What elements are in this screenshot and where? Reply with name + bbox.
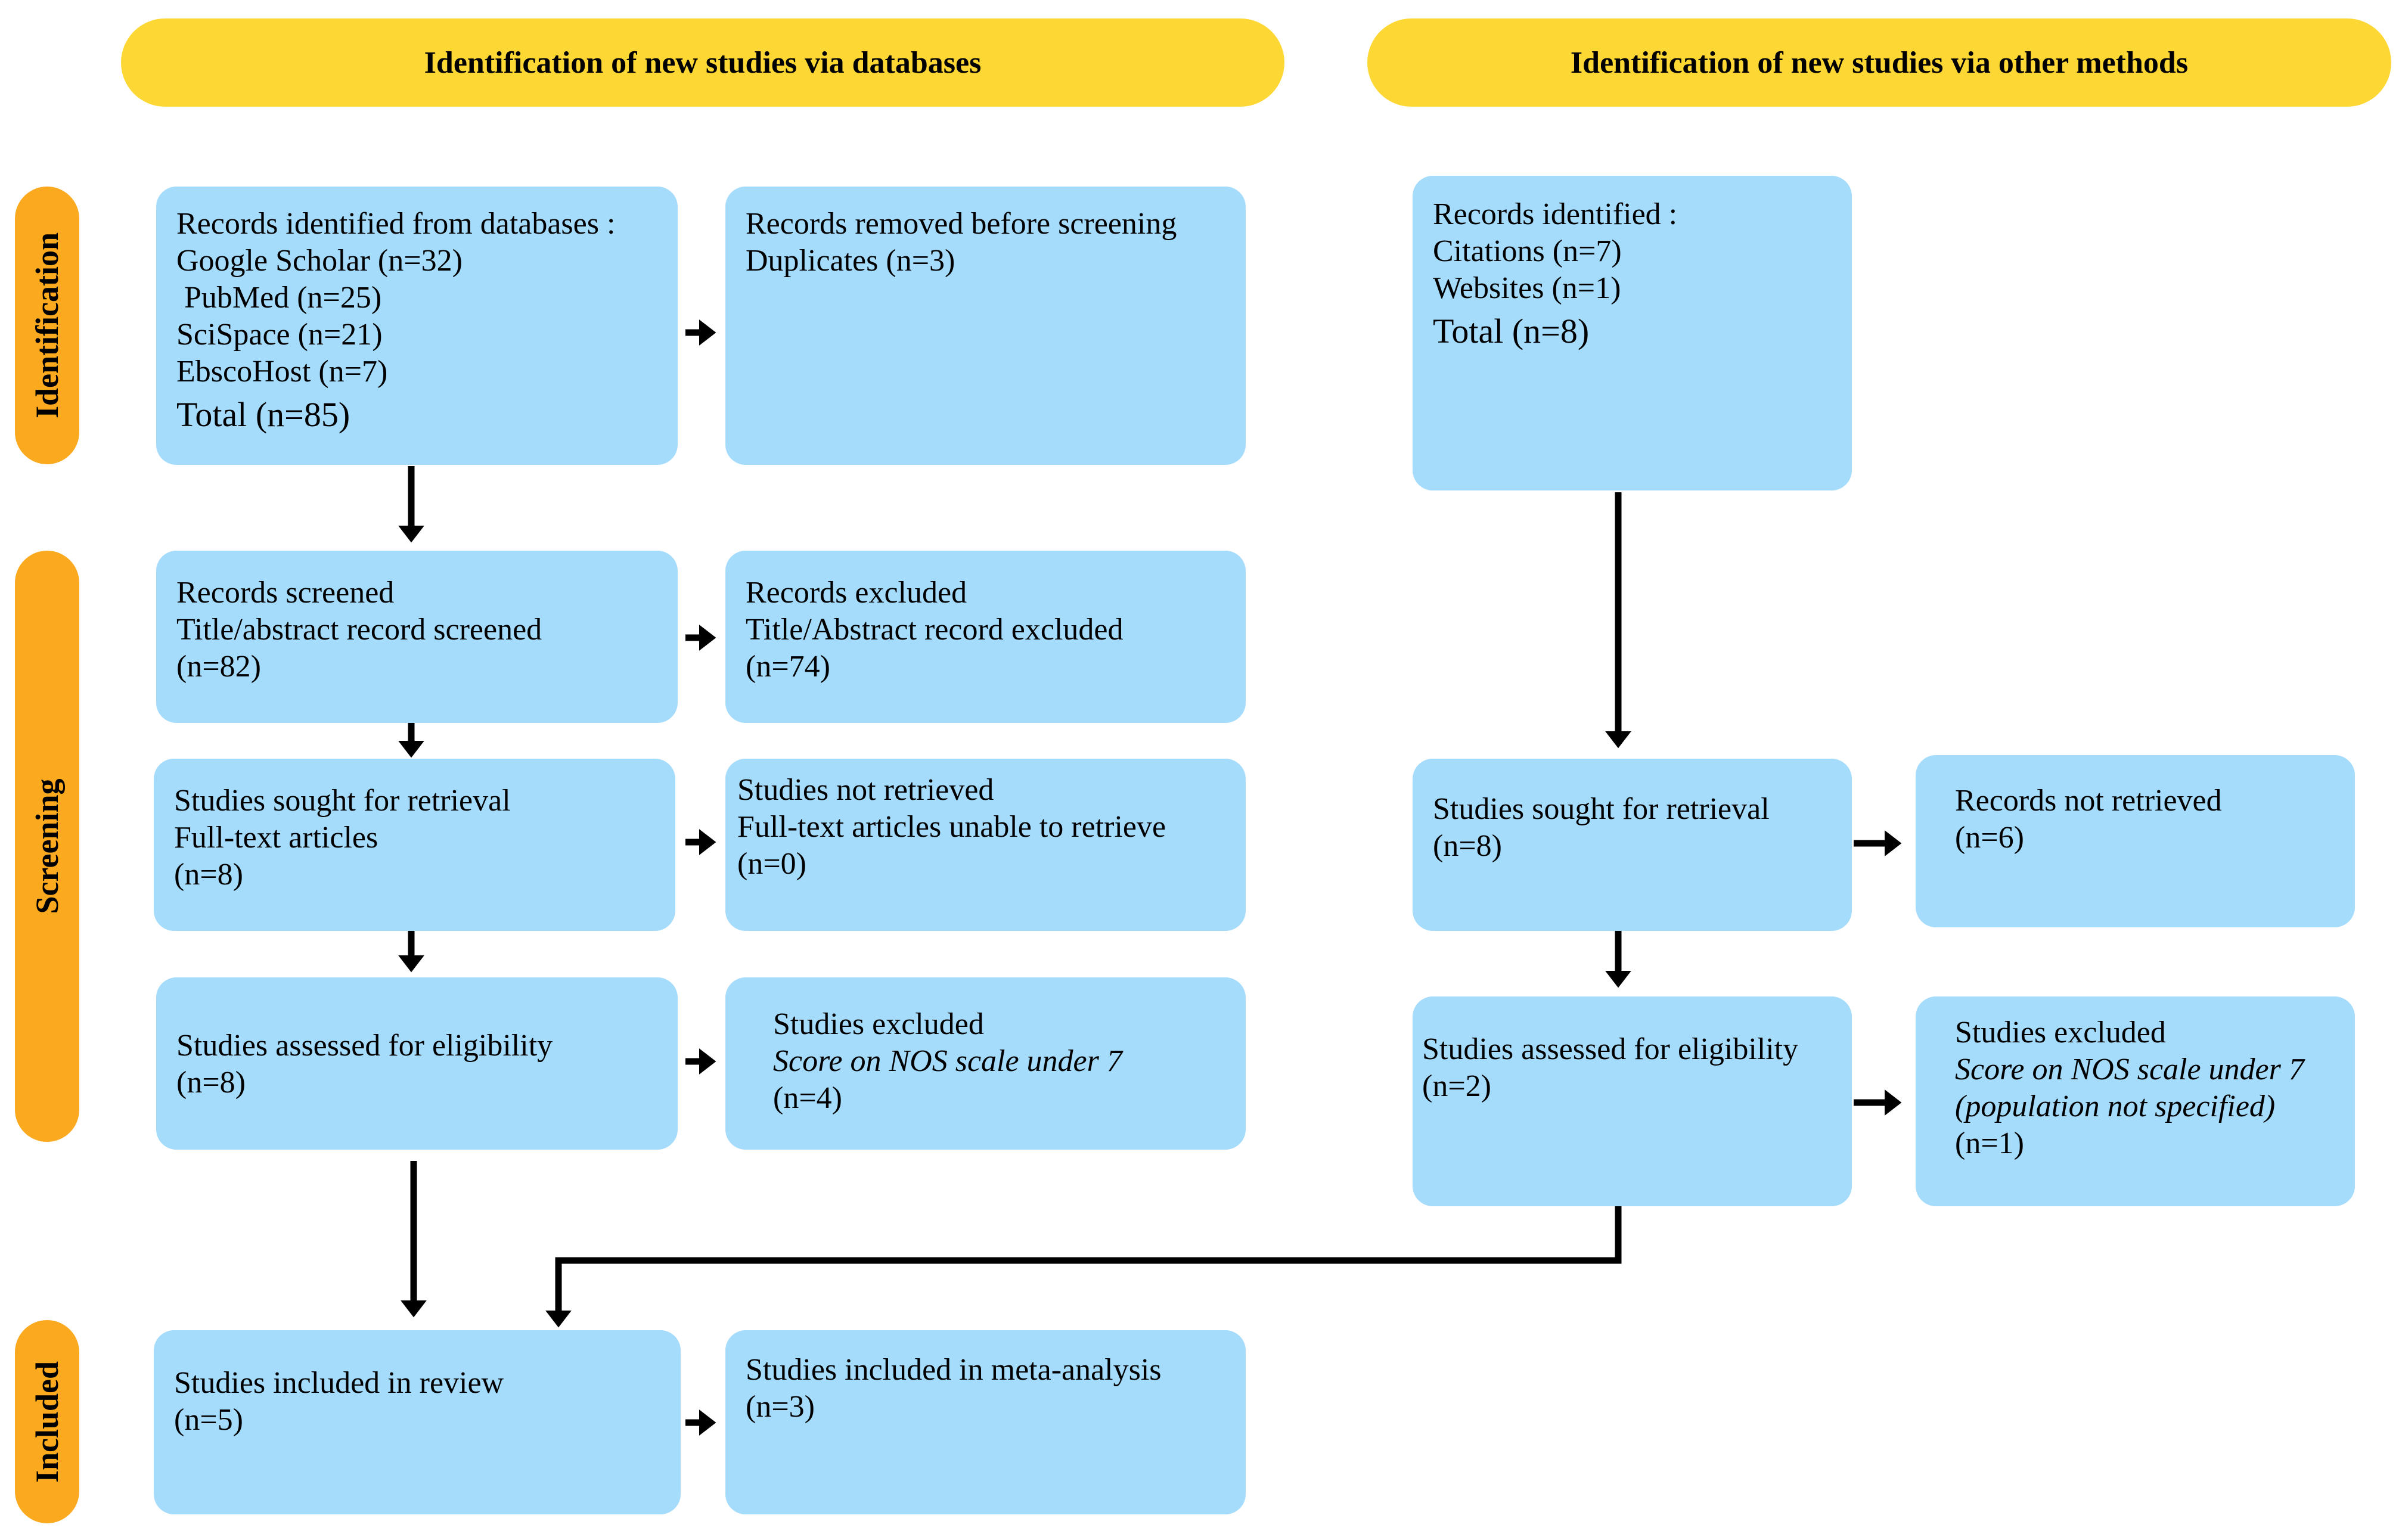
text-line: Records identified : (1433, 197, 1678, 231)
text-line: (n=2) (1422, 1069, 1491, 1103)
text-line: Title/abstract record screened (176, 613, 542, 647)
text-line: Records screened (176, 576, 395, 610)
text-line: (n=8) (174, 858, 243, 892)
text-line: Records excluded (746, 576, 967, 610)
text-line: Title/Abstract record excluded (746, 613, 1124, 647)
box-studies-excluded: Studies excluded Score on NOS scale unde… (725, 977, 1246, 1150)
text-line: PubMed (n=25) (176, 281, 382, 315)
text-line: Records not retrieved (1955, 784, 2222, 818)
box-other-not-retrieved: Records not retrieved (n=6) (1916, 755, 2355, 927)
box-records-identified-other: Records identified : Citations (n=7) Web… (1413, 176, 1852, 490)
text-reason: Score on NOS scale under 7 (773, 1044, 1122, 1078)
text-line: (n=8) (1433, 829, 1502, 863)
box-records-screened: Records screened Title/abstract record s… (156, 551, 678, 723)
header-databases: Identification of new studies via databa… (121, 18, 1284, 107)
text-line: (n=3) (746, 1390, 815, 1424)
box-other-studies-excluded: Studies excluded Score on NOS scale unde… (1916, 996, 2355, 1206)
text-line: Studies assessed for eligibility (176, 1029, 553, 1063)
box-other-assessed-eligibility: Studies assessed for eligibility (n=2) (1413, 996, 1852, 1206)
text-line: SciSpace (n=21) (176, 318, 383, 352)
header-other-methods: Identification of new studies via other … (1367, 18, 2391, 107)
box-studies-not-retrieved: Studies not retrieved Full-text articles… (725, 759, 1246, 931)
text-line: Citations (n=7) (1433, 234, 1622, 268)
text-line: Google Scholar (n=32) (176, 244, 463, 278)
text-line: Full-text articles unable to retrieve (737, 810, 1166, 844)
text-line: Studies included in review (174, 1366, 504, 1400)
text-total: Total (n=85) (176, 395, 350, 434)
text-line: Studies excluded (1955, 1016, 2166, 1050)
text-line: Studies excluded (773, 1007, 984, 1041)
text-line: (n=8) (176, 1066, 246, 1100)
text-line: Studies included in meta-analysis (746, 1353, 1162, 1387)
text-count: (n=1) (1955, 1126, 2024, 1160)
box-included-review: Studies included in review (n=5) (154, 1330, 681, 1514)
text-line: Studies not retrieved (737, 773, 994, 807)
text-count: (n=4) (773, 1081, 842, 1115)
text-line: Websites (n=1) (1433, 271, 1621, 305)
text-line: EbscoHost (n=7) (176, 355, 388, 389)
phase-identification: Identification (15, 187, 79, 464)
text-reason: (population not specified) (1955, 1089, 2276, 1123)
text-total: Total (n=8) (1433, 312, 1590, 350)
text-line: (n=0) (737, 847, 806, 881)
text-line: (n=6) (1955, 821, 2024, 855)
text-line: Full-text articles (174, 821, 378, 855)
box-records-removed: Records removed before screening Duplica… (725, 187, 1246, 465)
text-line: (n=74) (746, 650, 830, 684)
text-line: (n=82) (176, 650, 261, 684)
text-line: Records identified from databases : (176, 207, 616, 241)
box-assessed-eligibility: Studies assessed for eligibility (n=8) (156, 977, 678, 1150)
text-line: Records removed before screening (746, 207, 1177, 241)
box-records-excluded: Records excluded Title/Abstract record e… (725, 551, 1246, 723)
box-records-identified-databases: Records identified from databases : Goog… (156, 187, 678, 465)
text-line: (n=5) (174, 1403, 243, 1437)
arrow-other-to-included (545, 1206, 1622, 1328)
text-line: Studies sought for retrieval (174, 784, 511, 818)
text-line: Studies assessed for eligibility (1422, 1032, 1799, 1066)
box-included-meta-analysis: Studies included in meta-analysis (n=3) (725, 1330, 1246, 1514)
box-sought-retrieval: Studies sought for retrieval Full-text a… (154, 759, 675, 931)
text-reason: Score on NOS scale under 7 (1955, 1052, 2304, 1086)
phase-included: Included (15, 1320, 79, 1523)
text-line: Studies sought for retrieval (1433, 792, 1770, 826)
box-other-sought-retrieval: Studies sought for retrieval (n=8) (1413, 759, 1852, 931)
text-line: Duplicates (n=3) (746, 244, 955, 278)
phase-screening: Screening (15, 551, 79, 1142)
